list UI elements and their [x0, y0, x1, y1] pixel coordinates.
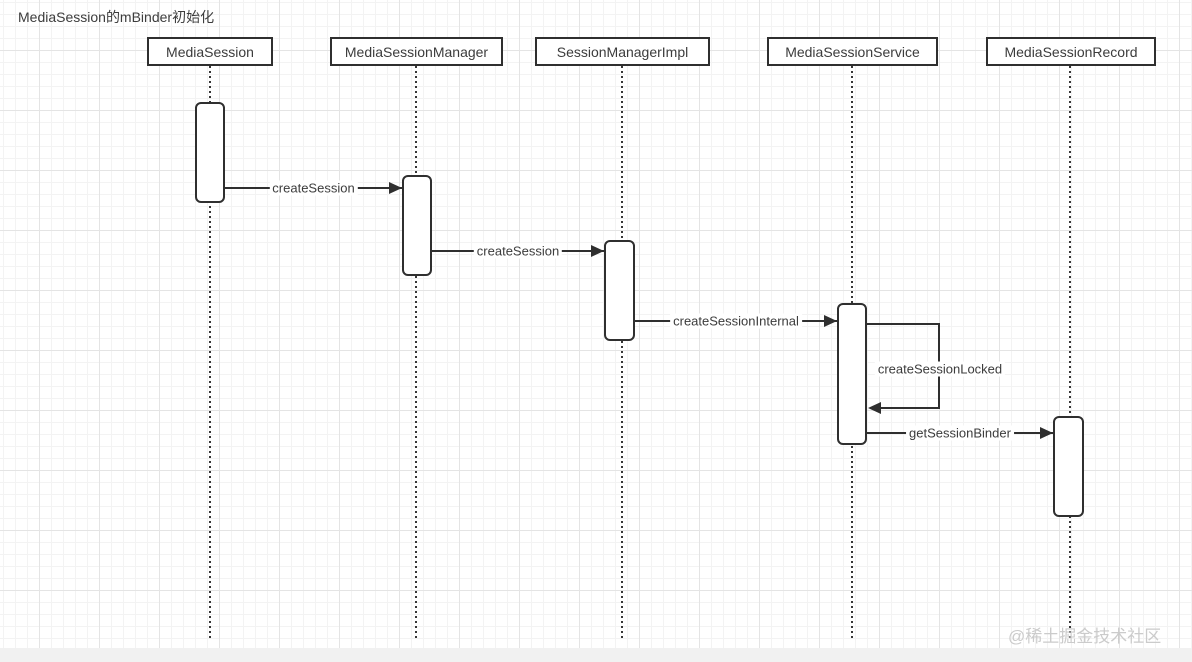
activation-mediasessionmanager — [402, 175, 432, 276]
message-createsessioninternal: createSessionInternal — [635, 313, 837, 329]
message-getsessionbinder: getSessionBinder — [867, 425, 1053, 441]
lifeline-sessionmanagerimpl — [621, 66, 623, 640]
participant-label: MediaSessionManager — [344, 43, 489, 60]
participant-sessionmanagerimpl: SessionManagerImpl — [535, 37, 710, 66]
activation-mediasession — [195, 102, 225, 203]
message-createsession-2: createSession — [432, 243, 604, 259]
activation-sessionmanagerimpl — [604, 240, 635, 341]
participant-mediasessionmanager: MediaSessionManager — [330, 37, 503, 66]
activation-mediasessionservice — [837, 303, 867, 445]
self-loop-top-segment — [867, 323, 940, 325]
participant-label: SessionManagerImpl — [556, 43, 689, 60]
arrowhead-icon — [1040, 427, 1053, 439]
lifeline-mediasessionrecord — [1069, 66, 1071, 640]
participant-label: MediaSessionRecord — [1004, 43, 1138, 60]
message-label: getSessionBinder — [906, 425, 1014, 441]
self-loop-bottom-segment — [881, 407, 940, 409]
arrowhead-icon — [389, 182, 402, 194]
arrowhead-icon — [868, 402, 881, 414]
participant-mediasessionservice: MediaSessionService — [767, 37, 938, 66]
arrowhead-icon — [824, 315, 837, 327]
participant-label: MediaSession — [166, 43, 254, 60]
participant-mediasessionrecord: MediaSessionRecord — [986, 37, 1156, 66]
message-label: createSession — [473, 243, 563, 259]
arrowhead-icon — [591, 245, 604, 257]
message-label: createSessionInternal — [670, 313, 802, 329]
participant-mediasession: MediaSession — [147, 37, 273, 66]
participant-label: MediaSessionService — [785, 43, 920, 60]
bottom-bar — [0, 648, 1192, 662]
message-label: createSession — [269, 180, 358, 196]
watermark: @稀土掘金技术社区 — [1008, 627, 1162, 646]
activation-mediasessionrecord — [1053, 416, 1084, 517]
message-label: createSessionLocked — [874, 361, 1006, 377]
lifeline-mediasessionmanager — [415, 66, 417, 640]
message-createsession-1: createSession — [225, 180, 402, 196]
diagram-title: MediaSession的mBinder初始化 — [18, 9, 215, 25]
lifeline-mediasession — [209, 66, 211, 640]
